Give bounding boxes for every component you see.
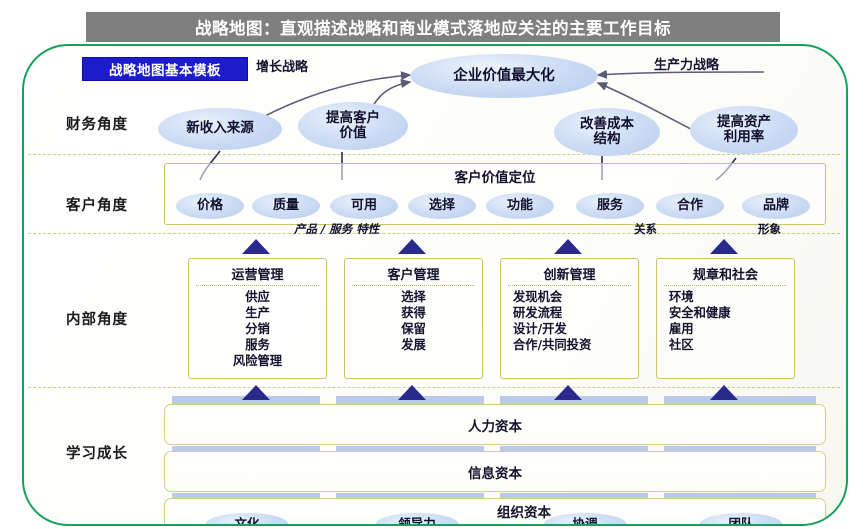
segment-bar bbox=[500, 396, 648, 405]
segment-bar bbox=[664, 446, 816, 455]
perspective-label-internal: 内部角度 bbox=[66, 312, 128, 328]
process-box-regulatory-social-items: 环境 安全和健康 雇用 社区 bbox=[669, 290, 731, 352]
financial-driver-new-revenue: 新收入来源 bbox=[158, 108, 282, 150]
divider-financial-customer bbox=[28, 154, 840, 155]
customer-item-brand: 品牌 bbox=[742, 193, 810, 219]
triangle-human-capital-d bbox=[710, 385, 738, 400]
capital-row-information-label: 信息资本 bbox=[468, 466, 522, 482]
process-box-operations-items: 供应 生产 分销 服务 风险管理 bbox=[232, 290, 283, 368]
segment-bar bbox=[664, 396, 816, 405]
triangle-human-capital-b bbox=[398, 385, 426, 400]
process-box-rule bbox=[196, 285, 319, 286]
process-box-customer-management: 客户管理 选择 获得 保留 发展 bbox=[344, 258, 483, 379]
template-badge-label: 战略地图基本模板 bbox=[109, 63, 221, 79]
customer-group-label-image: 形象 bbox=[758, 222, 781, 236]
financial-driver-cost-structure: 改善成本 结构 bbox=[554, 108, 660, 156]
process-box-innovation: 创新管理 发现机会 研发流程 设计/开发 合作/共同投资 bbox=[500, 258, 639, 379]
template-badge: 战略地图基本模板 bbox=[82, 57, 248, 81]
segment-bar bbox=[336, 396, 484, 405]
perspective-label-financial: 财务角度 bbox=[66, 117, 128, 133]
segment-bar bbox=[172, 493, 320, 502]
segment-bar bbox=[172, 396, 320, 405]
divider-customer-internal bbox=[28, 233, 840, 234]
process-box-regulatory-social-header: 规章和社会 bbox=[692, 268, 758, 283]
process-box-customer-management-header: 客户管理 bbox=[387, 268, 440, 283]
customer-item-partnership: 合作 bbox=[656, 193, 724, 219]
segment-bar bbox=[664, 493, 816, 502]
triangle-regulatory bbox=[710, 239, 738, 254]
process-box-innovation-header: 创新管理 bbox=[543, 268, 596, 283]
productivity-strategy-label: 生产力战略 bbox=[654, 58, 720, 73]
divider-internal-learning bbox=[28, 387, 840, 388]
financial-driver-customer-value: 提高客户 价值 bbox=[298, 102, 408, 150]
growth-strategy-label: 增长战略 bbox=[256, 60, 309, 75]
strategy-map-frame: 战略地图基本模板 财务角度 客户角度 内部角度 学习成长 企业价值最大化 增长战… bbox=[22, 44, 848, 526]
process-box-rule bbox=[664, 285, 787, 286]
segment-bar bbox=[336, 446, 484, 455]
capital-row-organization-label: 组织资本 bbox=[497, 505, 551, 521]
triangle-human-capital-a bbox=[242, 385, 270, 400]
process-box-customer-management-items: 选择 获得 保留 发展 bbox=[401, 290, 426, 352]
org-item-teamwork: 团队 bbox=[700, 513, 782, 524]
capital-row-information: 信息资本 bbox=[164, 451, 826, 492]
org-item-culture: 文化 bbox=[206, 513, 288, 524]
perspective-label-learning: 学习成长 bbox=[66, 446, 128, 462]
customer-item-function: 功能 bbox=[486, 193, 554, 219]
process-box-operations-header: 运营管理 bbox=[231, 268, 284, 283]
page-title-bar: 战略地图：直观描述战略和商业模式落地应关注的主要工作目标 bbox=[86, 12, 780, 42]
process-box-rule bbox=[352, 285, 475, 286]
org-item-alignment: 协调 bbox=[544, 513, 626, 524]
segment-bar bbox=[500, 446, 648, 455]
org-item-leadership: 领导力 bbox=[376, 513, 458, 524]
segment-bar bbox=[336, 493, 484, 502]
capital-row-human-label: 人力资本 bbox=[468, 419, 522, 435]
page-title: 战略地图：直观描述战略和商业模式落地应关注的主要工作目标 bbox=[195, 19, 671, 38]
customer-item-availability: 可用 bbox=[330, 193, 398, 219]
customer-item-quality: 质量 bbox=[252, 193, 320, 219]
perspective-label-customer: 客户角度 bbox=[66, 198, 128, 214]
financial-driver-asset-utilization: 提高资产 利用率 bbox=[690, 106, 798, 154]
capital-row-human: 人力资本 bbox=[164, 404, 826, 445]
segment-bar bbox=[500, 493, 648, 502]
segment-bar bbox=[172, 446, 320, 455]
customer-item-selection: 选择 bbox=[408, 193, 476, 219]
triangle-customer-mgmt bbox=[398, 239, 426, 254]
customer-group-label-attributes: 产品 / 服务 特性 bbox=[294, 222, 380, 236]
process-box-regulatory-social: 规章和社会 环境 安全和健康 雇用 社区 bbox=[656, 258, 795, 379]
customer-value-panel-title: 客户价值定位 bbox=[454, 170, 536, 186]
customer-group-label-relationship: 关系 bbox=[634, 222, 657, 236]
customer-item-service: 服务 bbox=[576, 193, 644, 219]
process-box-operations: 运营管理 供应 生产 分销 服务 风险管理 bbox=[188, 258, 327, 379]
process-box-innovation-items: 发现机会 研发流程 设计/开发 合作/共同投资 bbox=[513, 290, 592, 352]
triangle-innovation bbox=[554, 239, 582, 254]
triangle-operations bbox=[242, 239, 270, 254]
triangle-human-capital-c bbox=[554, 385, 582, 400]
financial-center-objective: 企业价值最大化 bbox=[410, 54, 598, 98]
customer-item-price: 价格 bbox=[176, 193, 244, 219]
process-box-rule bbox=[508, 285, 631, 286]
